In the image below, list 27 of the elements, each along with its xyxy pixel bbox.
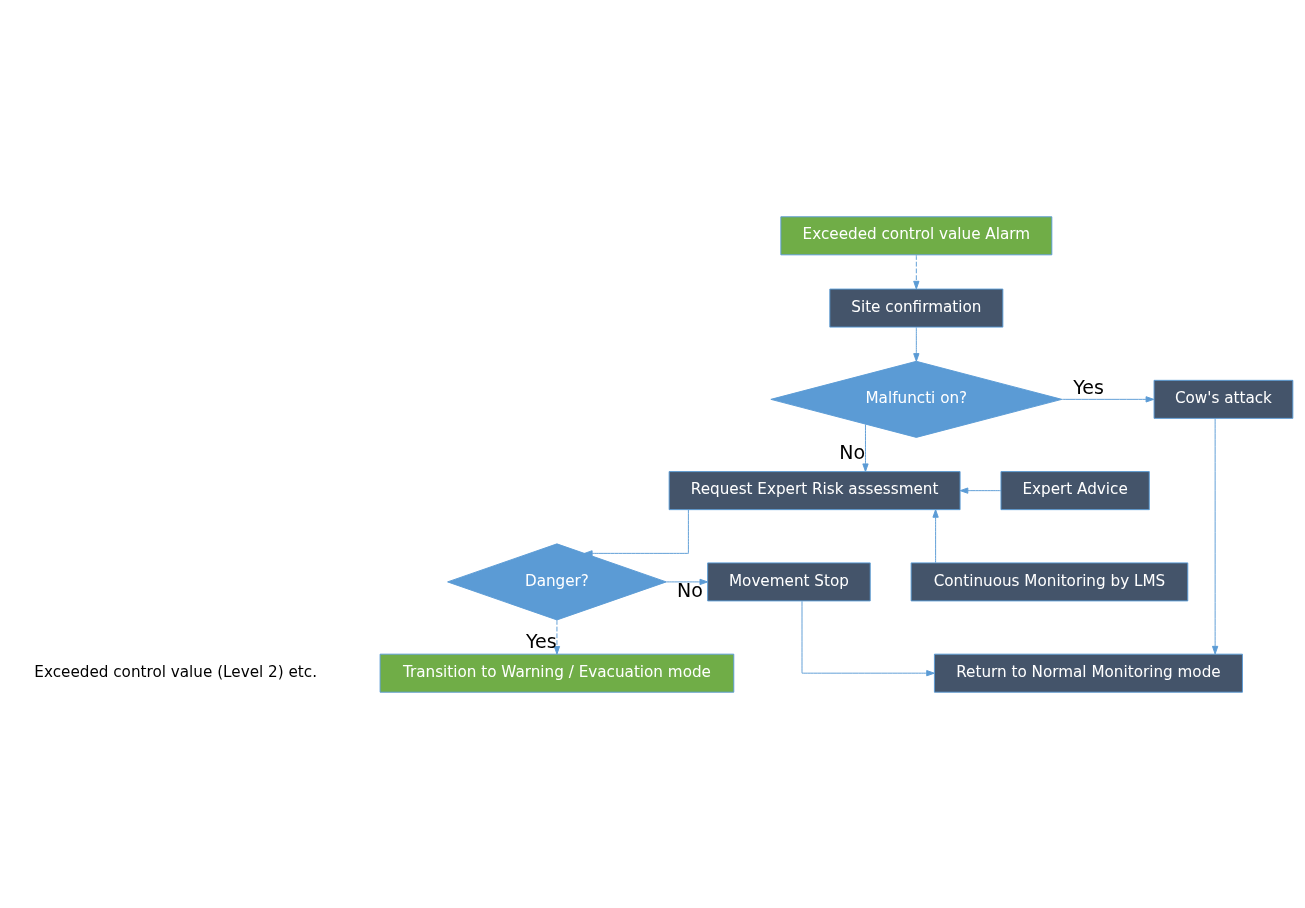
arrow xyxy=(801,600,935,676)
label: Exceeded control value (Level 2) etc. xyxy=(34,662,317,681)
node-box: Return to Normal Monitoring mode xyxy=(933,653,1243,693)
arrow xyxy=(959,487,1002,494)
arrow xyxy=(584,508,689,556)
arrow xyxy=(932,508,939,563)
edge-label: Yes xyxy=(1073,375,1104,398)
node-diamond: Malfuncti on? xyxy=(770,360,1063,438)
arrow xyxy=(666,578,709,585)
arrow xyxy=(553,619,561,655)
arrow xyxy=(862,423,869,472)
edge-label: Yes xyxy=(525,629,557,652)
arrow xyxy=(1212,417,1219,654)
node-box: Request Expert Risk assessment xyxy=(668,470,961,510)
arrow xyxy=(913,254,920,289)
node-diamond: Danger? xyxy=(447,542,667,620)
arrow xyxy=(1061,395,1155,402)
node-box: Continuous Monitoring by LMS xyxy=(910,561,1189,601)
edge-label: No xyxy=(839,440,866,463)
node-box: Expert Advice xyxy=(1000,470,1150,510)
node-box: Cow's attack xyxy=(1153,379,1294,419)
node-box: Movement Stop xyxy=(707,561,871,601)
edge-label: No xyxy=(676,578,703,601)
arrow xyxy=(913,326,920,362)
node-box: Transition to Warning / Evacuation mode xyxy=(379,653,735,693)
node-box: Site confirmation xyxy=(829,288,1004,328)
node-box: Exceeded control value Alarm xyxy=(780,215,1053,255)
